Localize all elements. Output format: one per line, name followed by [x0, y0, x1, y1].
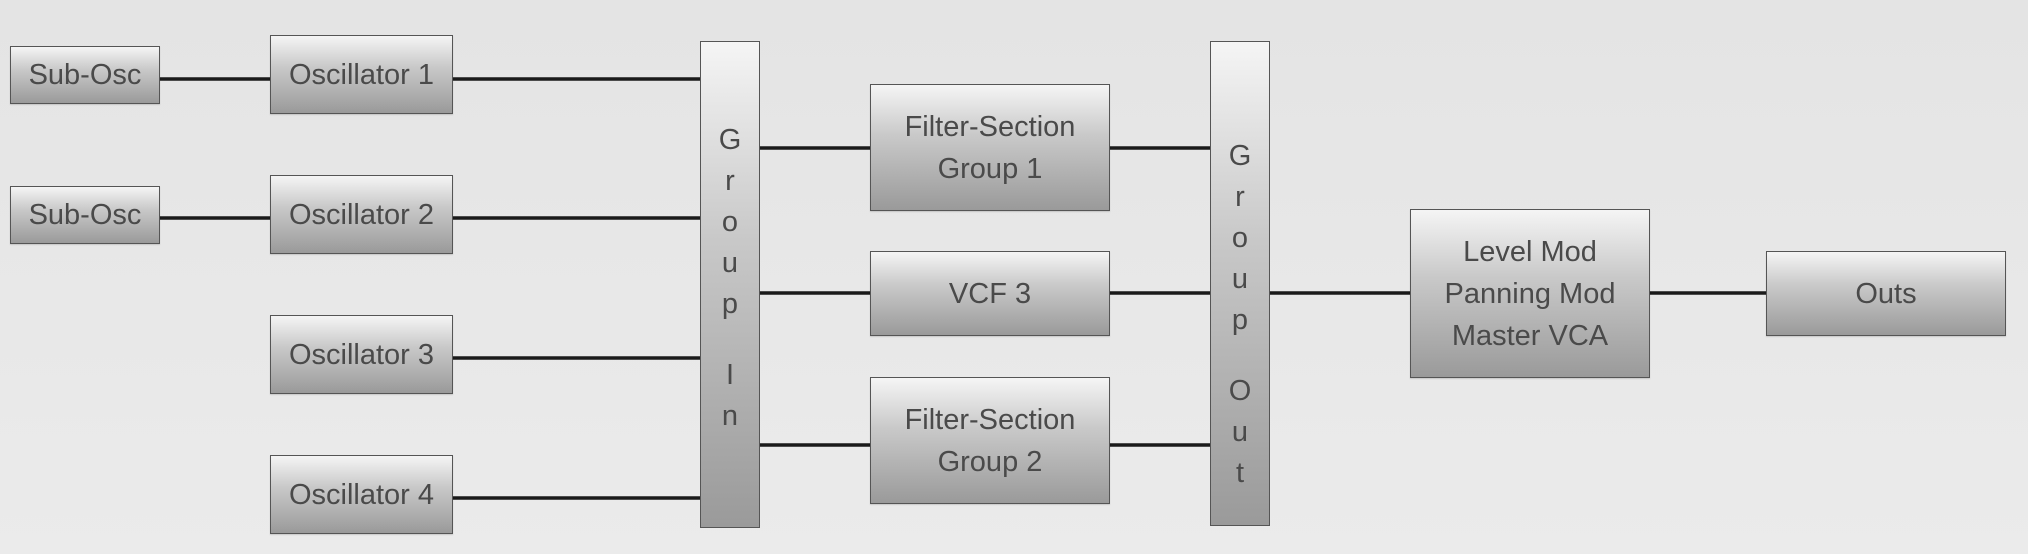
filter-2-line2: Group 2	[937, 445, 1043, 478]
group-out-letter: O	[1228, 375, 1252, 407]
sub-osc-2-box: Sub-Osc	[10, 186, 160, 244]
group-out-letter: p	[1231, 304, 1249, 336]
vcf-3-label: VCF 3	[948, 277, 1032, 310]
group-in-letter: G	[718, 124, 742, 156]
level-mod-line3: Master VCA	[1451, 319, 1609, 352]
group-in-letter: o	[721, 206, 739, 238]
filter-section-group-2-box: Filter-Section Group 2	[870, 377, 1110, 504]
oscillator-4-label: Oscillator 4	[288, 478, 435, 511]
group-out-letter: u	[1231, 416, 1249, 448]
oscillator-3-label: Oscillator 3	[288, 338, 435, 371]
oscillator-2-box: Oscillator 2	[270, 175, 453, 254]
level-mod-box: Level Mod Panning Mod Master VCA	[1410, 209, 1650, 378]
filter-section-group-1-box: Filter-Section Group 1	[870, 84, 1110, 211]
group-out-letter: u	[1231, 263, 1249, 295]
filter-1-line2: Group 1	[937, 152, 1043, 185]
vcf-3-box: VCF 3	[870, 251, 1110, 336]
oscillator-1-label: Oscillator 1	[288, 58, 435, 91]
outs-box: Outs	[1766, 251, 2006, 336]
group-out-letter: G	[1228, 140, 1252, 172]
group-in-letter: n	[721, 400, 739, 432]
oscillator-3-box: Oscillator 3	[270, 315, 453, 394]
level-mod-line1: Level Mod	[1463, 235, 1597, 268]
filter-1-line1: Filter-Section	[904, 110, 1076, 143]
oscillator-1-box: Oscillator 1	[270, 35, 453, 114]
outs-label: Outs	[1855, 277, 1917, 310]
group-out-bar: G r o u p O u t	[1210, 41, 1270, 526]
group-in-letter: u	[721, 247, 739, 279]
sub-osc-1-box: Sub-Osc	[10, 46, 160, 104]
group-in-bar: G r o u p I n	[700, 41, 760, 528]
level-mod-line2: Panning Mod	[1444, 277, 1616, 310]
filter-2-line1: Filter-Section	[904, 403, 1076, 436]
group-in-letter: p	[721, 288, 739, 320]
group-out-letter: r	[1235, 181, 1245, 213]
group-in-letter: I	[725, 359, 735, 391]
group-in-letter: r	[725, 165, 735, 197]
oscillator-2-label: Oscillator 2	[288, 198, 435, 231]
group-out-letter: t	[1235, 457, 1245, 489]
sub-osc-1-label: Sub-Osc	[28, 59, 142, 91]
group-out-letter: o	[1231, 222, 1249, 254]
oscillator-4-box: Oscillator 4	[270, 455, 453, 534]
sub-osc-2-label: Sub-Osc	[28, 199, 142, 231]
